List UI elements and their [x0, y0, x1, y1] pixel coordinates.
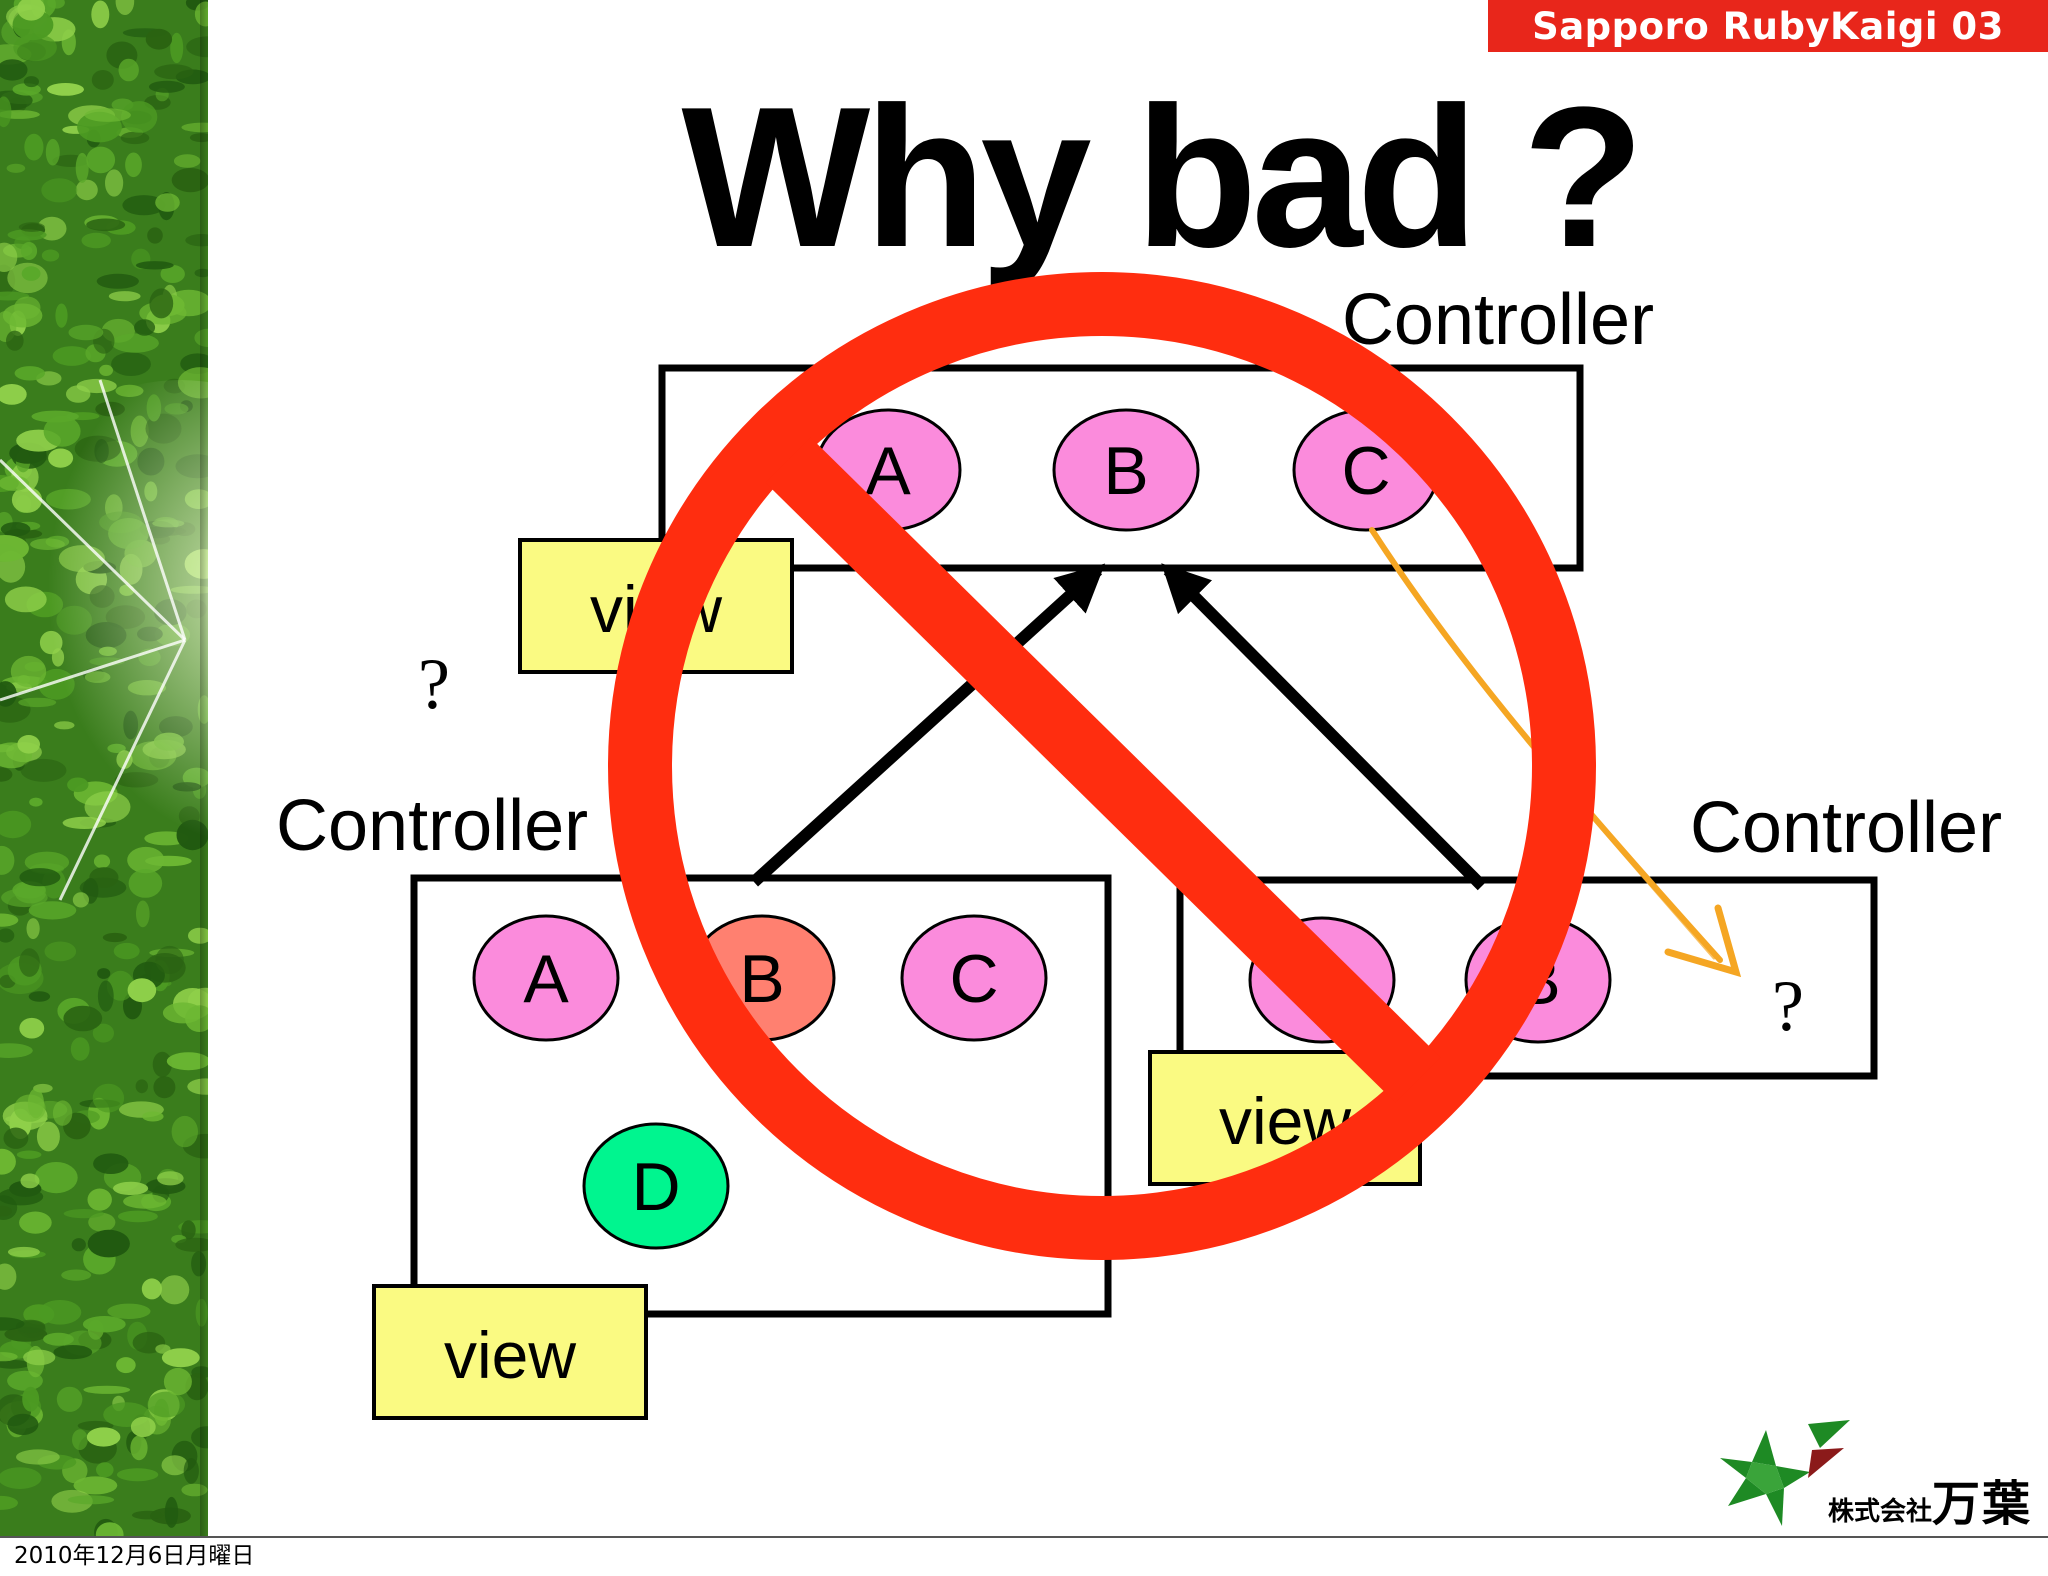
forest-edge-shadow: [200, 0, 208, 1536]
left-controller: Controller A B C D view: [276, 786, 1112, 1420]
top-circle-c-label: C: [1341, 433, 1390, 509]
company-name-main: 万葉: [1932, 1476, 2033, 1532]
event-banner: Sapporo RubyKaigi 03: [1488, 0, 2048, 52]
left-circle-a: A: [472, 914, 620, 1042]
left-view-box: view: [372, 1284, 648, 1420]
prohibition-sign-icon: [608, 272, 1596, 1260]
right-controller-label: Controller: [1690, 788, 2002, 868]
top-controller-label: Controller: [1342, 280, 1654, 360]
footer-divider: [0, 1536, 2048, 1538]
dependency-arrow-right: [1161, 563, 1487, 891]
crayon-arrow: [1369, 527, 1742, 978]
question-mark-left: ?: [418, 644, 450, 724]
leaf-star-logo-icon: [1720, 1420, 1850, 1526]
left-circle-d-label: D: [631, 1149, 680, 1225]
question-mark-right: ?: [1772, 966, 1804, 1046]
slide-title: Why bad ?: [681, 66, 1644, 289]
company-name: 株式会社万葉: [1828, 1464, 2038, 1534]
top-circle-a-label: A: [865, 433, 911, 509]
top-circle-b-label: B: [1103, 433, 1148, 509]
left-circle-c-label: C: [949, 941, 998, 1017]
company-name-prefix: 株式会社: [1828, 1497, 1933, 1527]
event-name: Sapporo RubyKaigi 03: [1532, 4, 2004, 48]
left-view-label: view: [444, 1318, 576, 1392]
manyo-company-logo: [1720, 1420, 1850, 1526]
footer-date: 2010年12月6日月曜日: [14, 1543, 255, 1569]
left-circle-a-label: A: [523, 941, 569, 1017]
left-circle-d: D: [582, 1122, 730, 1250]
left-controller-label: Controller: [276, 786, 588, 866]
dependency-arrow-left: [749, 563, 1106, 887]
top-circle-b: B: [1052, 408, 1200, 532]
left-circle-c: C: [900, 914, 1048, 1042]
left-circle-b-label: B: [739, 941, 784, 1017]
